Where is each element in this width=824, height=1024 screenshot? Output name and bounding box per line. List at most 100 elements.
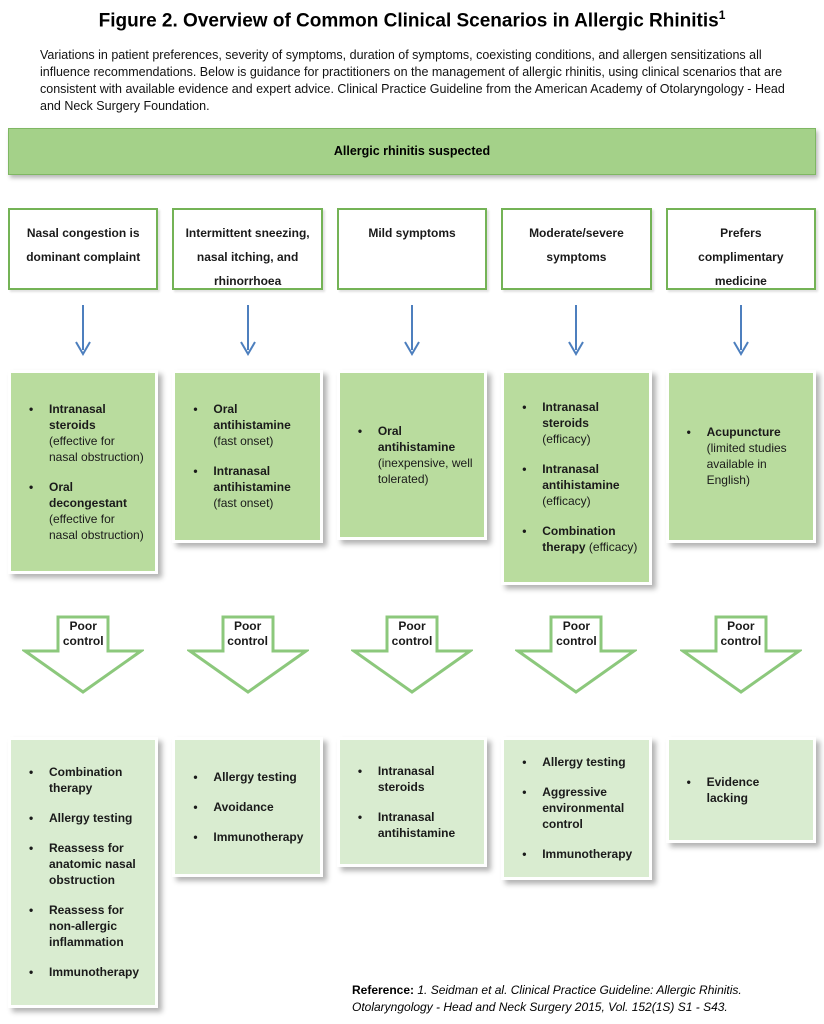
down-arrow-icon [239,304,256,356]
down-arrow-icon [404,304,420,356]
bullet-icon: • [193,464,198,479]
bullet-icon: • [29,765,34,780]
poor-control-arrow: Poor control [679,615,802,695]
treatment-text: Intranasal antihistamine (fast onset) [213,463,309,511]
column-sneezing-itching: Intermittent sneezing, nasal itching, an… [172,207,323,1008]
followup-text: Immunotherapy [49,964,139,980]
followup-name: Intranasal antihistamine [377,809,456,840]
treatment-slot: • Intranasal steroids (efficacy) • Intrana… [501,369,652,590]
bullet-icon: • [29,841,34,856]
followup-item: •Allergy testing [181,762,313,792]
followup-text: Immunotherapy [213,829,303,845]
bullet-icon: • [522,524,527,539]
followup-item: •Avoidance [181,792,313,822]
poor-control-arrow: Poor control [515,615,638,695]
followup-text: Allergy testing [542,754,625,770]
poor-control-text: Poor control [556,618,597,648]
followup-name: Combination therapy [49,765,123,796]
title-footnote-marker: 1 [718,8,726,22]
treatment-note: (efficacy) [588,540,638,555]
bullet-icon: • [522,785,527,800]
treatment-slot: •Acupuncture (limited studies available … [665,369,817,590]
bullet-icon: • [522,755,527,770]
followup-box: •Intranasal steroids •Intranasal antihis… [336,736,488,867]
followup-text: Intranasal antihistamine [378,809,474,841]
bullet-icon: • [522,400,527,415]
scenario-text: Nasal congestion is dominant complaint [26,225,141,264]
column-complimentary-medicine: Prefers complimentary medicine •Acupunct… [665,207,817,1008]
flow-arrow-slot [501,290,651,370]
reference-text: 1. Seidman et al. Clinical Practice Guid… [352,983,742,1014]
treatment-name: Oral antihistamine [213,402,291,433]
poor-control-slot: Poor control [337,590,487,737]
scenario-text: Mild symptoms [368,225,456,240]
treatment-note: (fast onset) [213,496,274,511]
bullet-icon: • [29,903,34,918]
poor-control-text: Poor control [720,618,762,648]
down-arrow-icon [75,304,92,356]
followup-name: Allergy testing [49,811,133,826]
followup-item: •Aggressive environmental control [510,777,642,839]
bullet-icon: • [193,829,198,844]
treatment-note: (efficacy) [542,432,591,447]
treatment-box: •Oral antihistamine (fast onset) •Intran… [172,369,323,543]
followup-box: •Combination therapy •Allergy testing •R… [8,736,159,1008]
treatment-slot: • Intranasal steroids (effective for nasa… [8,369,159,590]
page-title-text: Figure 2. Overview of Common Clinical Sc… [98,10,719,32]
scenario-text: Prefers complimentary medicine [698,225,784,288]
treatment-item: •Oral antihistamine (inexpensive, well t… [346,416,478,494]
poor-control-slot: Poor control [172,590,322,737]
column-moderate-severe: Moderate/severe symptoms • Intranasal ste… [501,207,652,1008]
followup-text: Reassess for non-allergic inflammation [49,902,145,950]
bullet-icon: • [29,401,34,416]
followup-item: • Reassess for non-allergic inflammation [17,895,149,957]
treatment-text: Oral antihistamine (fast onset) [213,401,309,449]
followup-item: • Allergy testing [510,747,642,777]
bullet-icon: • [193,799,198,814]
followup-text: Immunotherapy [542,846,632,862]
poor-control-text: Poor control [391,618,433,648]
treatment-item: • Intranasal steroids (effective for nasa… [17,394,149,472]
treatment-note: (limited studies available in English) [706,441,787,488]
treatment-note: (fast onset) [213,434,274,449]
poor-control-label: Poor control [515,619,637,649]
treatment-slot: •Oral antihistamine (fast onset) •Intran… [172,369,323,590]
treatment-name: Intranasal steroids [49,401,106,432]
followup-name: Intranasal steroids [377,763,435,794]
treatment-text: Intranasal steroids (efficacy) [542,399,638,447]
followup-box: •Evidence lacking [665,736,817,843]
followup-item: •Allergy testing [17,803,149,833]
flow-arrow-slot [666,290,816,370]
followup-text: Allergy testing [49,810,132,826]
poor-control-arrow: Poor control [351,615,474,695]
followup-name: Immunotherapy [213,829,304,844]
scenario-box-moderate-severe: Moderate/severe symptoms [501,207,652,290]
followup-name: Immunotherapy [542,847,633,862]
reference-label: Reference: [352,983,415,997]
scenario-text: Moderate/severe symptoms [529,225,624,264]
treatment-text: Oral antihistamine (inexpensive, well to… [378,423,474,487]
treatment-text: Oral decongestant (effective for nasal o… [49,479,145,543]
scenario-box-sneezing-itching: Intermittent sneezing, nasal itching, an… [172,207,323,290]
treatment-slot: •Oral antihistamine (inexpensive, well t… [336,369,488,590]
followup-item: • Immunotherapy [181,822,313,852]
treatment-box: • Intranasal steroids (efficacy) • Intrana… [501,369,652,585]
followup-item: • Combination therapy [17,757,149,803]
followup-text: Intranasal steroids [378,763,474,795]
treatment-text: Acupuncture (limited studies available i… [707,424,803,488]
block-down-arrow-icon [22,615,145,694]
treatment-text: Intranasal antihistamine (efficacy) [542,461,638,509]
intro-paragraph: Variations in patient preferences, sever… [40,48,785,113]
followup-item: •Immunotherapy [510,839,642,869]
poor-control-arrow: Poor control [186,615,309,695]
treatment-name: Intranasal antihistamine [213,464,291,495]
followup-text: Allergy testing [213,769,296,785]
page-title: Figure 2. Overview of Common Clinical Sc… [0,0,824,32]
column-nasal-congestion: Nasal congestion is dominant complaint •… [8,207,159,1008]
block-down-arrow-icon [515,615,638,694]
treatment-note: (effective for nasal obstruction) [49,433,144,464]
reference-note: Reference: 1. Seidman et al. Clinical Pr… [352,982,800,1016]
treatment-name: Combination therapy [542,524,616,555]
poor-control-slot: Poor control [666,590,816,737]
scenario-text: Intermittent sneezing, nasal itching, an… [185,225,310,288]
